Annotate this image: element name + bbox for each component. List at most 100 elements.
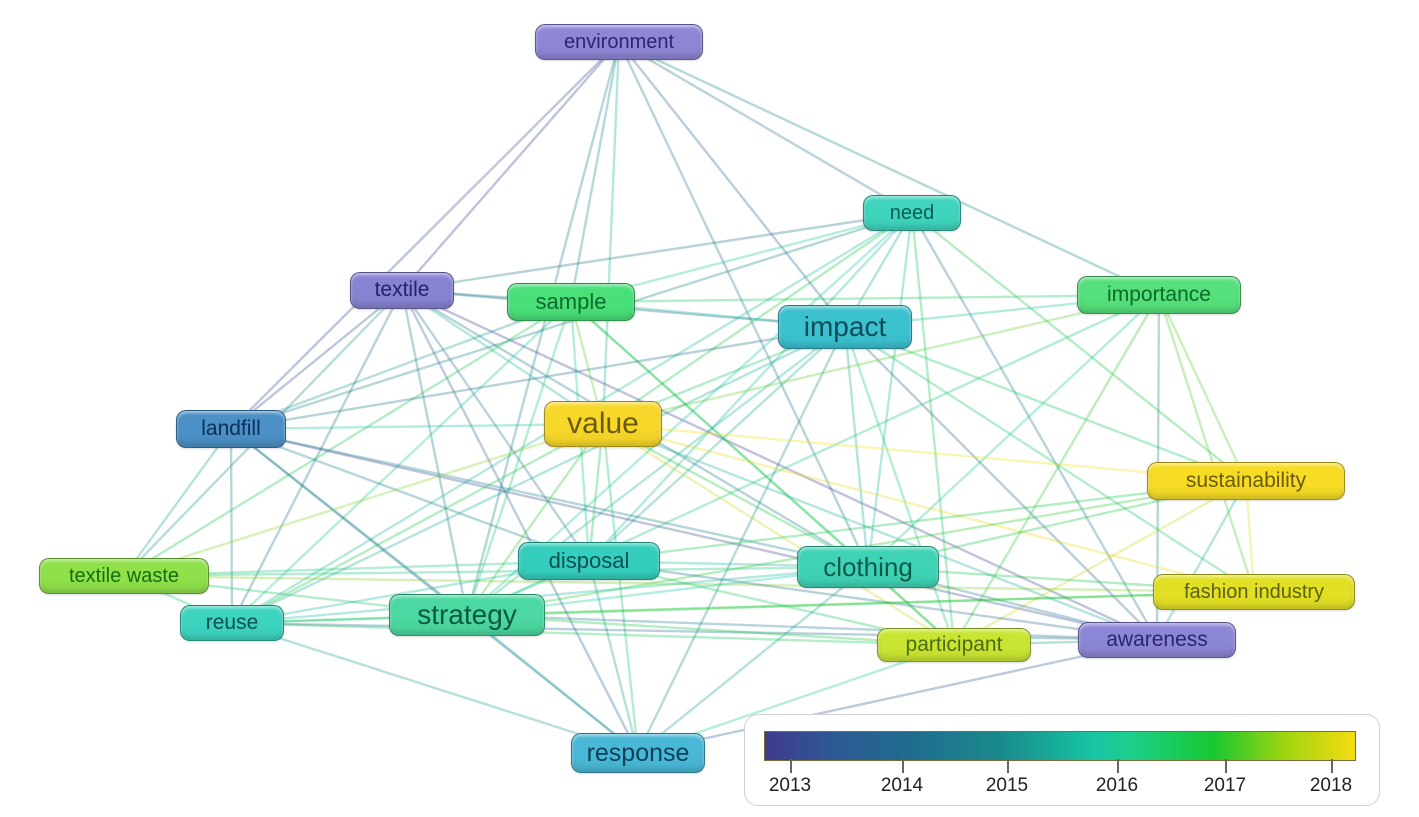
node-landfill[interactable]: landfill — [176, 410, 286, 448]
node-label: disposal — [548, 548, 630, 573]
node-textile[interactable]: textile — [350, 271, 454, 309]
node-participant[interactable]: participant — [877, 628, 1031, 662]
edge-impact-awareness — [844, 326, 1158, 641]
edge-reuse-response — [231, 621, 639, 755]
edge-clothing-reuse — [231, 565, 869, 625]
legend-tick-mark — [1117, 759, 1119, 773]
edge-sustainability-disposal — [588, 479, 1247, 563]
edge-need-clothing — [866, 212, 914, 568]
node-value[interactable]: value — [544, 401, 662, 447]
node-textile-waste[interactable]: textile waste — [39, 558, 209, 594]
edge-environment-clothing — [617, 41, 870, 568]
legend-tick-label: 2013 — [768, 775, 812, 796]
edge-impact-landfill — [230, 325, 846, 431]
node-fashion-industry[interactable]: fashion industry — [1153, 574, 1355, 610]
edge-disposal-awareness — [588, 559, 1158, 642]
node-label: strategy — [417, 599, 517, 630]
edge-clothing-response — [637, 566, 869, 754]
edge-value-participant — [602, 422, 955, 647]
edge-landfill-clothing — [230, 427, 869, 569]
legend-tick-label: 2015 — [985, 775, 1029, 796]
node-clothing[interactable]: clothing — [797, 546, 939, 588]
node-label: value — [567, 407, 639, 440]
legend-tick-label: 2014 — [880, 775, 924, 796]
edge-textile-reuse — [230, 289, 404, 624]
edge-impact-clothing — [843, 326, 870, 568]
edge-value-clothing — [602, 422, 869, 569]
node-label: clothing — [823, 551, 913, 582]
node-sustainability[interactable]: sustainability — [1147, 462, 1345, 500]
node-label: need — [889, 201, 935, 224]
node-sample[interactable]: sample — [507, 283, 635, 321]
edge-environment-importance — [618, 40, 1160, 297]
edge-sample-reuse — [231, 301, 572, 624]
edge-textile-value — [401, 289, 604, 425]
edge-value-fashion-industry — [602, 422, 1255, 594]
edge-landfill-reuse — [229, 428, 234, 624]
edge-strategy-response — [466, 614, 639, 754]
edge-importance-fashion-industry — [1157, 294, 1256, 593]
node-label: textile waste — [68, 564, 180, 587]
color-scale-bar — [764, 731, 1356, 761]
edge-need-participant — [910, 212, 956, 646]
edge-landfill-value — [230, 422, 604, 431]
edge-environment-sample — [569, 41, 621, 303]
node-need[interactable]: need — [863, 195, 961, 231]
node-environment[interactable]: environment — [535, 24, 703, 60]
edge-sample-landfill — [230, 300, 572, 431]
edge-impact-sustainability — [844, 325, 1247, 483]
edge-value-awareness — [602, 422, 1158, 642]
edge-sustainability-fashion-industry — [1244, 480, 1256, 593]
edge-environment-landfill — [230, 41, 620, 430]
edge-value-strategy — [466, 423, 604, 616]
edge-impact-fashion-industry — [844, 325, 1255, 594]
edge-impact-disposal — [588, 326, 846, 562]
node-label: response — [586, 738, 690, 767]
edge-sample-textile-waste — [123, 300, 572, 578]
node-label: environment — [563, 30, 675, 53]
legend-tick-mark — [790, 759, 792, 773]
legend-tick-mark — [1331, 759, 1333, 773]
node-impact[interactable]: impact — [778, 305, 912, 349]
edge-sample-clothing — [570, 301, 869, 568]
legend-tick-label: 2017 — [1203, 775, 1247, 796]
edge-textile-waste-fashion-industry — [123, 574, 1255, 594]
edge-environment-textile — [401, 41, 620, 291]
edge-impact-reuse — [231, 325, 846, 625]
edge-sustainability-awareness — [1155, 480, 1248, 641]
edge-textile-landfill — [230, 289, 403, 430]
edge-landfill-response — [230, 428, 639, 754]
edge-response-awareness — [637, 638, 1158, 755]
node-reuse[interactable]: reuse — [180, 605, 284, 641]
edge-disposal-response — [587, 560, 640, 754]
edge-textile-strategy — [400, 289, 469, 616]
edge-environment-need — [618, 40, 913, 215]
edge-strategy-participant — [466, 613, 955, 647]
node-label: awareness — [1106, 628, 1208, 651]
node-strategy[interactable]: strategy — [389, 594, 545, 636]
edge-impact-participant — [843, 326, 956, 646]
edge-textile-need — [401, 211, 913, 292]
edge-need-sustainability — [911, 212, 1247, 482]
edge-landfill-strategy — [230, 428, 468, 616]
edge-value-sustainability — [602, 422, 1247, 483]
edge-textile-awareness — [401, 288, 1158, 642]
edge-landfill-disposal — [230, 427, 590, 563]
node-label: fashion industry — [1183, 580, 1325, 603]
node-response[interactable]: response — [571, 733, 705, 773]
edge-need-awareness — [910, 212, 1159, 641]
edge-importance-value — [602, 293, 1160, 426]
edge-need-landfill — [230, 211, 913, 431]
edge-value-response — [601, 423, 640, 754]
node-importance[interactable]: importance — [1077, 276, 1241, 314]
node-label: reuse — [205, 611, 259, 634]
edge-value-textile-waste — [123, 422, 604, 578]
edge-landfill-awareness — [230, 427, 1158, 642]
node-disposal[interactable]: disposal — [518, 542, 660, 580]
legend-tick-label: 2018 — [1309, 775, 1353, 796]
node-awareness[interactable]: awareness — [1078, 622, 1236, 658]
node-label: participant — [905, 633, 1003, 656]
